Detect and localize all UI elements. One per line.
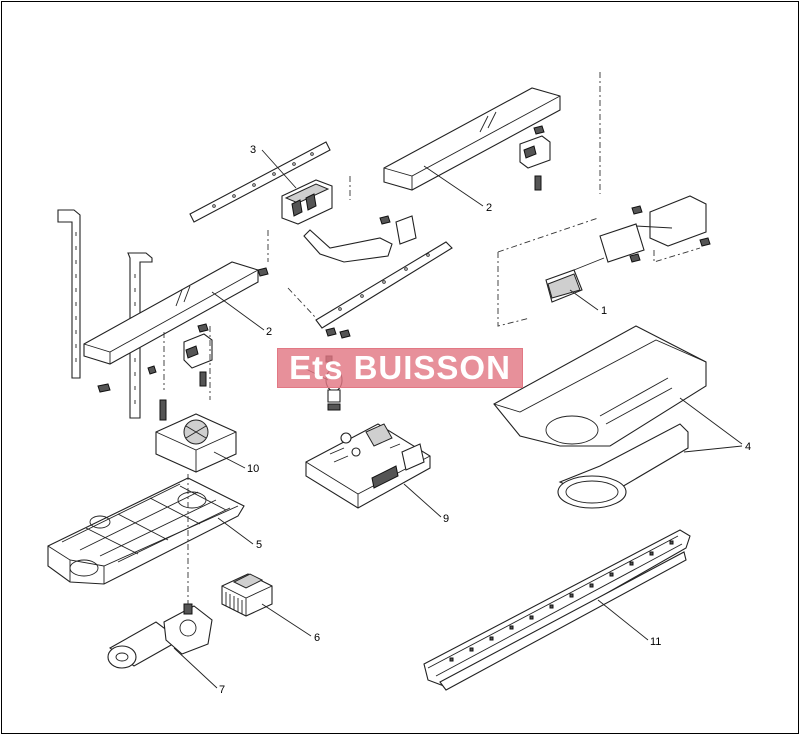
gear-motor bbox=[107, 603, 213, 669]
callout-10: 10 bbox=[247, 463, 259, 475]
motor-bracket bbox=[155, 399, 237, 473]
rail-section-upper bbox=[383, 87, 561, 191]
carriage-trolley bbox=[189, 141, 417, 263]
callout-9: 9 bbox=[443, 513, 449, 525]
callout-1: 1 bbox=[601, 305, 607, 317]
drive-chain bbox=[423, 529, 691, 691]
hanging-bracket-left bbox=[57, 209, 81, 379]
rail-section-lower bbox=[83, 261, 269, 387]
callout-2-lower: 2 bbox=[266, 326, 272, 338]
callout-4: 4 bbox=[745, 441, 751, 453]
callout-2-upper: 2 bbox=[486, 202, 492, 214]
callout-6: 6 bbox=[314, 632, 320, 644]
watermark-text: Ets BUISSON bbox=[289, 349, 511, 386]
limit-switch-assembly bbox=[545, 195, 711, 303]
assembly-lines bbox=[163, 72, 701, 604]
drive-link-bar bbox=[315, 241, 453, 339]
watermark-banner: Ets BUISSON bbox=[277, 348, 523, 388]
callout-11: 11 bbox=[650, 636, 661, 648]
callout-3: 3 bbox=[250, 144, 256, 156]
chassis-base bbox=[47, 477, 245, 585]
callout-5: 5 bbox=[256, 539, 262, 551]
motor-cover bbox=[493, 325, 707, 509]
control-board bbox=[305, 423, 431, 509]
transformer bbox=[221, 573, 273, 617]
leader-lines bbox=[173, 149, 743, 689]
callout-7: 7 bbox=[219, 684, 225, 696]
